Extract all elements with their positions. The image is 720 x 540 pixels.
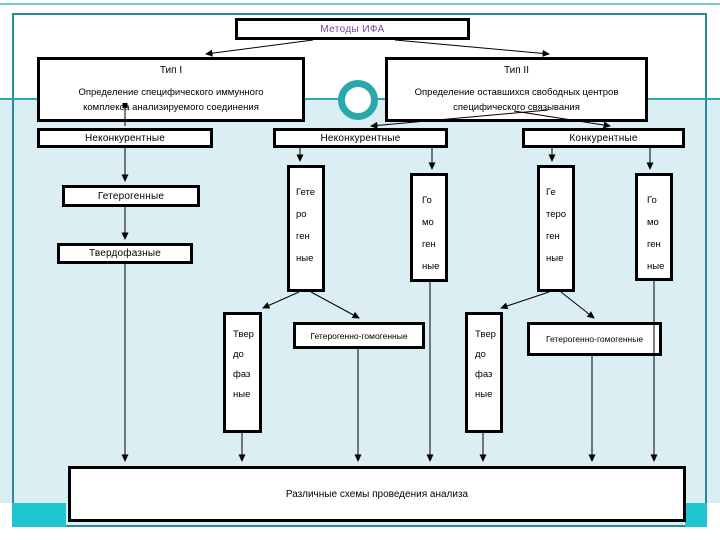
v-line: ген <box>422 239 436 250</box>
v-line: Ге <box>546 187 556 198</box>
light-cyan-band <box>0 99 720 503</box>
v-line: до <box>233 349 244 360</box>
v-line: ген <box>546 231 560 242</box>
heterogeneous-label: Гетерогенные <box>97 190 165 202</box>
analysis-schemes-label: Различные схемы проведения анализа <box>285 488 469 500</box>
noncompetitive-left-label: Неконкурентные <box>84 132 166 144</box>
competitive-label: Конкурентные <box>569 132 638 144</box>
teal-corner-left <box>12 503 66 527</box>
node-noncompetitive-left: Неконкурентные <box>37 128 213 148</box>
node-vertical-homogeneous-1: Го мо ген ные <box>410 173 448 282</box>
v-line: Го <box>422 195 432 206</box>
v-line: ген <box>647 239 661 250</box>
v-line: мо <box>647 217 659 228</box>
node-heterogeneous: Гетерогенные <box>62 185 200 207</box>
node-noncompetitive-center: Неконкурентные <box>273 128 448 148</box>
diagram-title: Методы ИФА <box>320 23 385 35</box>
v-line: мо <box>422 217 434 228</box>
node-vertical-homogeneous-2: Го мо ген ные <box>635 173 673 281</box>
v-line: ные <box>475 389 493 400</box>
circle-ornament <box>338 80 378 120</box>
v-line: ные <box>422 261 440 272</box>
v-line: Гете <box>296 187 316 198</box>
hetero-homogeneous-2-label: Гетерогенно-гомогенные <box>545 334 644 344</box>
top-rule-line <box>0 3 720 5</box>
node-solid-phase: Твердофазные <box>57 243 193 264</box>
node-analysis-schemes: Различные схемы проведения анализа <box>68 466 686 522</box>
node-hetero-homogeneous-2: Гетерогенно-гомогенные <box>527 322 662 356</box>
v-line: Твер <box>233 329 254 340</box>
v-line: теро <box>546 209 567 220</box>
v-line: фаз <box>233 369 251 380</box>
v-line: Твер <box>475 329 496 340</box>
v-line: фаз <box>475 369 493 380</box>
type2-heading: Тип II <box>503 65 529 76</box>
node-vertical-solid-phase-1: Твер до фаз ные <box>223 312 262 433</box>
node-vertical-heterogeneous-1: Гете ро ген ные <box>287 165 325 292</box>
noncompetitive-center-label: Неконкурентные <box>320 132 401 144</box>
v-line: ные <box>233 389 251 400</box>
v-line: ген <box>296 231 310 242</box>
v-line: ные <box>296 253 314 264</box>
node-competitive: Конкурентные <box>522 128 685 148</box>
node-type2: Тип II Определение оставшихся свободных … <box>385 57 648 122</box>
node-title: Методы ИФА <box>235 18 470 40</box>
v-line: до <box>475 349 486 360</box>
node-vertical-heterogeneous-2: Ге теро ген ные <box>537 165 575 292</box>
v-line: ные <box>647 261 665 272</box>
type1-body-line1: Определение специфического иммунного <box>78 87 264 98</box>
v-line: ные <box>546 253 564 264</box>
slide-frame <box>12 13 707 527</box>
node-vertical-solid-phase-2: Твер до фаз ные <box>465 312 503 433</box>
v-line: Го <box>647 195 657 206</box>
node-type1: Тип I Определение специфического иммунно… <box>37 57 305 122</box>
type1-body-line2: комплекса анализируемого соединения <box>83 102 259 113</box>
teal-corner-right <box>685 503 707 527</box>
node-hetero-homogeneous-1: Гетерогенно-гомогенные <box>293 322 425 349</box>
v-line: ро <box>296 209 307 220</box>
type2-body-line1: Определение оставшихся свободных центров <box>414 87 619 98</box>
type2-body-line2: специфического связывания <box>453 102 580 113</box>
type1-heading: Тип I <box>159 65 183 76</box>
hetero-homogeneous-1-label: Гетерогенно-гомогенные <box>310 330 408 341</box>
solid-phase-label: Твердофазные <box>88 248 162 259</box>
